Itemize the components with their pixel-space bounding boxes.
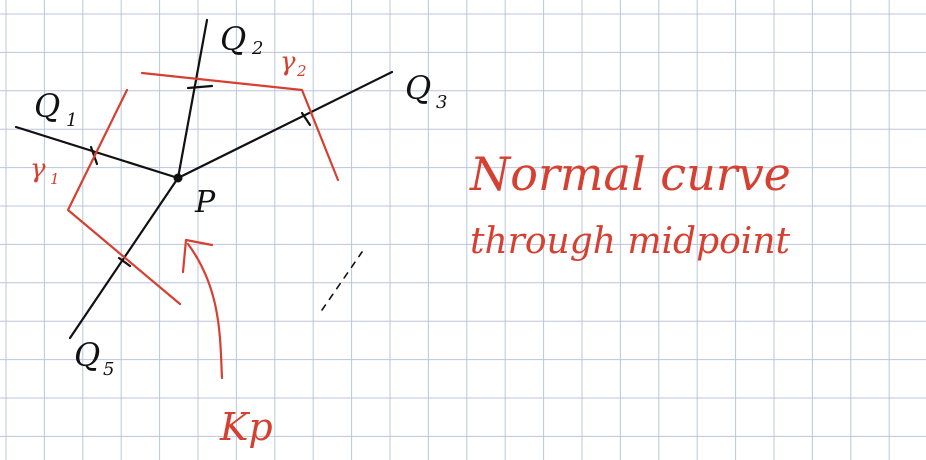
kp-arrow-shaft — [186, 242, 224, 380]
label-gamma1-sub: 1 — [50, 170, 60, 188]
point-p-dot — [173, 173, 183, 183]
red-curves — [66, 71, 340, 380]
label-q3-sub: 3 — [436, 92, 447, 113]
black-lines — [14, 18, 394, 340]
normal-curve-gamma1 — [66, 88, 182, 306]
label-p: P — [194, 185, 216, 220]
label-q2-sub: 2 — [251, 38, 263, 59]
label-q2: Q — [220, 20, 246, 58]
label-gamma2-sub: 2 — [296, 62, 307, 80]
label-kp: Kp — [219, 405, 273, 449]
note-line-1: Normal curve — [469, 147, 791, 201]
edge-p-q3 — [176, 70, 394, 180]
label-q3: Q — [405, 69, 431, 107]
kp-arrowhead — [181, 238, 214, 274]
label-gamma1: γ — [30, 154, 46, 184]
label-q5-sub: 5 — [103, 359, 114, 380]
note-line-2: through midpoint — [470, 221, 791, 262]
midpoint-tick-q3 — [300, 111, 312, 127]
label-gamma2: γ — [280, 47, 296, 77]
label-q1-sub: 1 — [66, 110, 77, 131]
label-q1: Q — [34, 87, 60, 125]
dashed-continuation — [321, 251, 363, 311]
midpoint-tick-q5 — [117, 256, 132, 268]
midpoint-tick-q2 — [186, 84, 214, 90]
normal-curve-gamma2 — [140, 71, 340, 182]
edge-p-q2 — [176, 18, 209, 180]
label-q5: Q — [74, 336, 100, 374]
